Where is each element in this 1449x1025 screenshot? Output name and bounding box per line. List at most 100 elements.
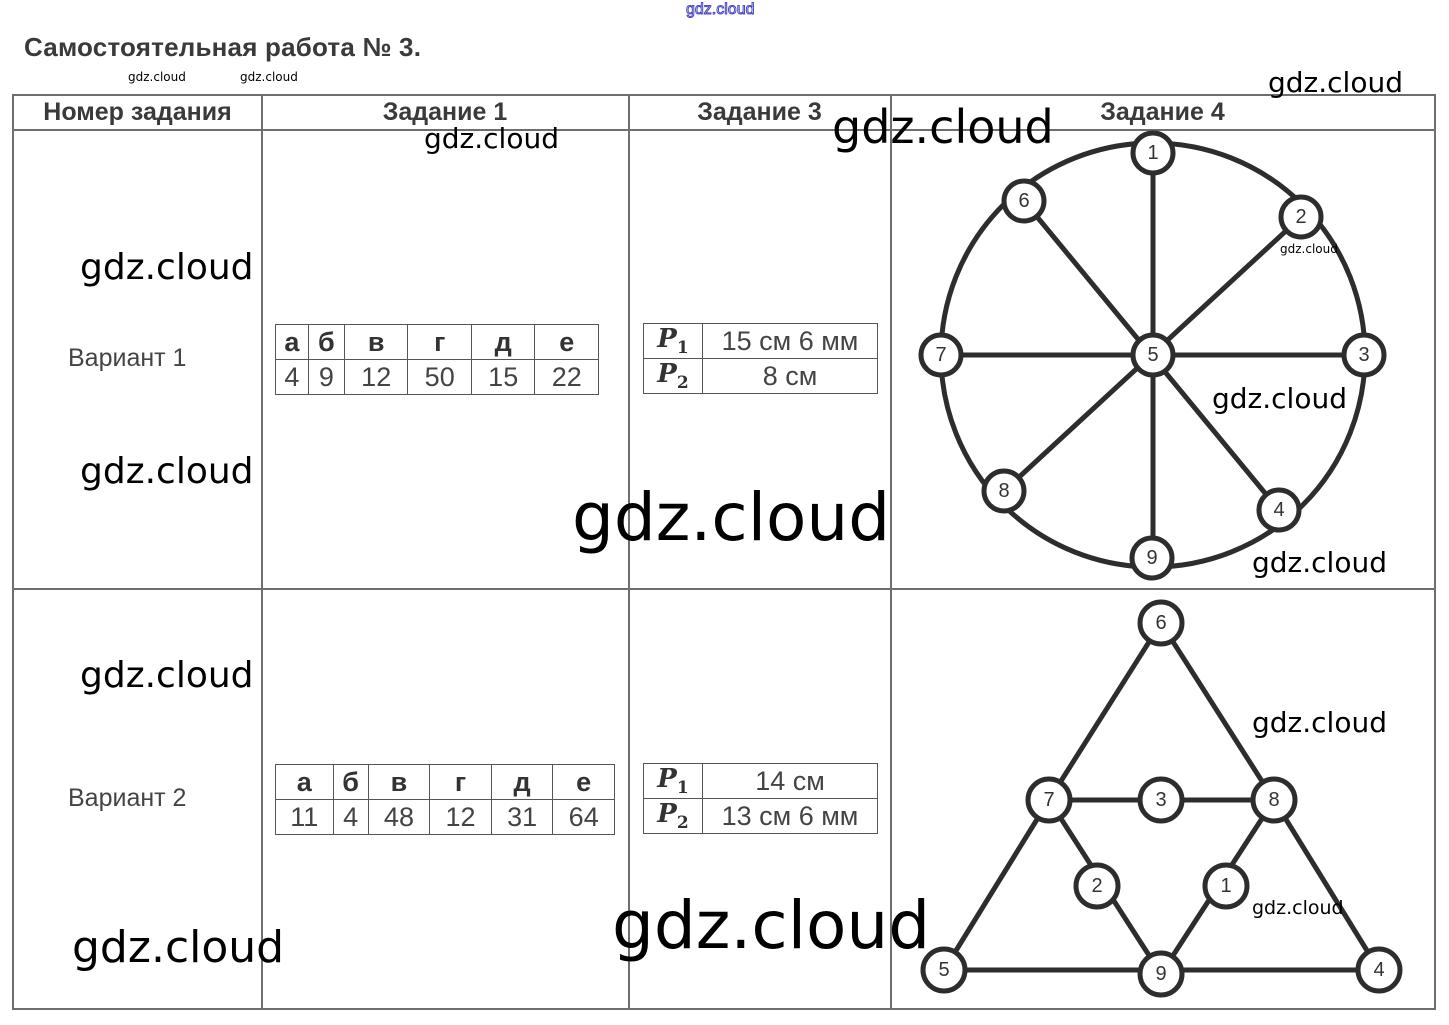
perimeter-label: P2 [643, 358, 703, 395]
perimeter-value: 14 см [702, 762, 878, 800]
watermark: gdz.cloud [72, 922, 285, 973]
value-cell: 15 [470, 359, 536, 395]
watermark: gdz.cloud [1252, 706, 1387, 739]
header-divider [12, 129, 1436, 131]
value-cell: 64 [552, 799, 615, 835]
letter-cell: а [275, 764, 334, 800]
page-title: Самостоятельная работа № 3. [24, 32, 422, 62]
variant-1-task3-table: P1 15 см 6 мм P2 8 см [643, 322, 878, 395]
letter-cell: в [367, 764, 431, 800]
svg-text:4: 4 [1273, 499, 1284, 521]
variant-2-label: Вариант 2 [68, 784, 187, 812]
watermark: gdz.cloud [1252, 546, 1387, 579]
value-cell: 12 [429, 799, 492, 835]
perimeter-label: P2 [643, 798, 703, 835]
table-border-left [12, 94, 14, 1010]
table-border-top [12, 94, 1436, 96]
letter-cell: б [332, 764, 369, 800]
node-1: 1 [1202, 862, 1250, 910]
letter-cell: е [534, 324, 599, 360]
header-task3: Задание 3 [697, 98, 822, 126]
svg-text:8: 8 [1268, 789, 1279, 811]
header-task4: Задание 4 [1100, 98, 1225, 126]
node-4: 4 [1256, 487, 1302, 533]
row-divider [12, 588, 1436, 590]
node-8: 8 [1250, 776, 1298, 824]
table-border-bottom [12, 1008, 1436, 1010]
svg-text:9: 9 [1155, 963, 1166, 985]
header-task1: Задание 1 [382, 98, 508, 126]
watermark: gdz.cloud [128, 70, 186, 84]
letter-cell: е [552, 764, 615, 800]
column-divider [890, 94, 892, 1010]
watermark: gdz.cloud [832, 100, 1054, 154]
value-cell: 31 [490, 799, 554, 835]
perimeter-row: P2 13 см 6 мм [643, 798, 878, 835]
letter-cell: д [470, 324, 536, 360]
node-3: 3 [1137, 776, 1185, 824]
variant-1-label: Вариант 1 [68, 344, 187, 372]
watermark: gdz.cloud [1252, 897, 1344, 919]
perimeter-row: P1 15 см 6 мм [643, 322, 878, 360]
svg-text:1: 1 [1220, 875, 1231, 897]
svg-text:5: 5 [1147, 344, 1158, 366]
values-row: 11 4 48 12 31 64 [275, 799, 615, 835]
node-2: 2 [1278, 194, 1324, 240]
letter-cell: в [343, 324, 409, 360]
svg-text:9: 9 [1146, 547, 1157, 569]
node-5: 5 [920, 946, 968, 994]
svg-text:8: 8 [998, 480, 1009, 502]
variant-1-task1-table: а б в г д е 4 9 12 50 15 22 [275, 324, 599, 395]
perimeter-row: P2 8 см [643, 358, 878, 395]
watermark: gdz.cloud [240, 70, 298, 84]
letter-cell: б [307, 324, 345, 360]
values-row: 4 9 12 50 15 22 [275, 359, 599, 395]
svg-text:3: 3 [1358, 344, 1369, 366]
svg-text:2: 2 [1295, 206, 1306, 228]
node-6: 6 [1001, 178, 1047, 224]
perimeter-value: 8 см [702, 358, 878, 395]
node-8: 8 [981, 468, 1027, 514]
edge [1158, 621, 1277, 802]
node-1: 1 [1130, 130, 1176, 176]
table-border-right [1434, 94, 1436, 1010]
watermark: gdz.cloud [80, 247, 254, 288]
edge [1271, 798, 1382, 972]
watermark: gdz.cloud [612, 887, 931, 964]
node-3: 3 [1341, 332, 1387, 378]
node-4: 4 [1355, 946, 1403, 994]
node-5: 5 [1130, 332, 1176, 378]
value-cell: 11 [275, 799, 334, 835]
watermark: gdz.cloud [424, 122, 559, 155]
perimeter-value: 15 см 6 мм [702, 322, 878, 360]
svg-text:2: 2 [1091, 875, 1102, 897]
letters-row: а б в г д е [275, 324, 599, 360]
value-cell: 22 [534, 359, 599, 395]
perimeter-label: P1 [643, 322, 703, 360]
svg-text:6: 6 [1018, 190, 1029, 212]
edge [1046, 621, 1164, 802]
node-9: 9 [1129, 535, 1175, 581]
node-6: 6 [1137, 599, 1185, 647]
watermark: gdz.cloud [1268, 66, 1403, 99]
value-cell: 4 [275, 359, 309, 395]
svg-text:7: 7 [1043, 789, 1054, 811]
perimeter-row: P1 14 см [643, 762, 878, 800]
watermark: gdz.cloud [1280, 242, 1338, 256]
column-divider [628, 94, 630, 1010]
value-cell: 9 [307, 359, 345, 395]
perimeter-label: P1 [643, 762, 703, 800]
svg-text:7: 7 [935, 344, 946, 366]
letter-cell: д [490, 764, 554, 800]
letter-cell: г [407, 324, 472, 360]
variant-2-task3-table: P1 14 см P2 13 см 6 мм [643, 762, 878, 835]
svg-text:4: 4 [1373, 959, 1384, 981]
perimeter-value: 13 см 6 мм [702, 798, 878, 835]
svg-text:6: 6 [1155, 612, 1166, 634]
value-cell: 48 [367, 799, 431, 835]
svg-text:1: 1 [1147, 142, 1158, 164]
node-7: 7 [918, 332, 964, 378]
svg-text:3: 3 [1155, 789, 1166, 811]
letters-row: а б в г д е [275, 764, 615, 800]
watermark: gdz.cloud [1212, 382, 1347, 415]
